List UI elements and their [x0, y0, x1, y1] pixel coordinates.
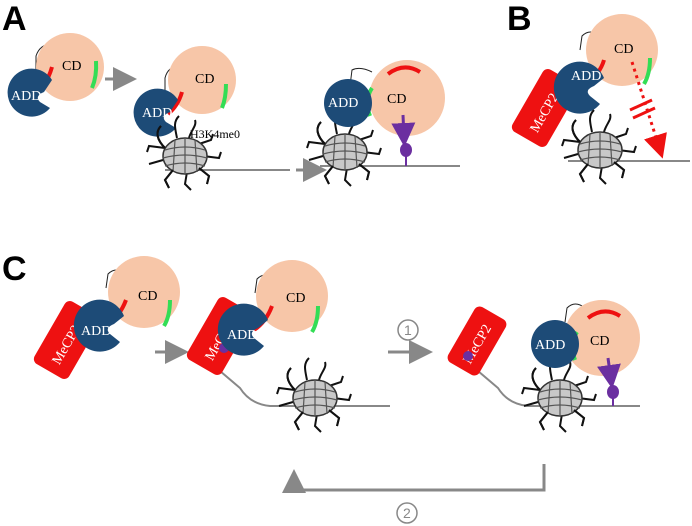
- cd-domain: [564, 300, 640, 376]
- block-bar: [629, 98, 653, 112]
- c1-complex: MeCP2 ADD CD: [33, 256, 180, 379]
- cd-label: CD: [590, 334, 609, 349]
- add-label: ADD: [81, 324, 111, 339]
- add-domain: [531, 320, 579, 368]
- add-label: ADD: [142, 106, 172, 121]
- dna-strand: [457, 353, 640, 407]
- cd-domain: [36, 33, 104, 101]
- mecp2-protein: [447, 306, 507, 376]
- methyl-mark: [463, 351, 473, 361]
- c3-complex: MeCP2 ADD CD: [447, 300, 640, 433]
- nucleosome: [276, 357, 352, 433]
- methyl-mark: [400, 143, 412, 157]
- dna-strand: [199, 353, 390, 407]
- a2-complex: ADD CD H3K4me0: [133, 46, 240, 141]
- panel-label-c: C: [2, 250, 27, 288]
- blocked-arrow: [630, 61, 667, 159]
- panel-label-b: B: [507, 0, 532, 38]
- add-domain: [553, 61, 604, 114]
- add-domain: [7, 68, 52, 117]
- add-domain: [324, 79, 372, 127]
- block-bar: [632, 106, 656, 120]
- panel-label-a: A: [2, 0, 27, 38]
- cd-label: CD: [286, 291, 305, 306]
- step-1-label: 1: [404, 322, 412, 338]
- h3k4me0-label: H3K4me0: [190, 127, 240, 141]
- step-2-label: 2: [403, 505, 411, 521]
- add-label: ADD: [11, 89, 41, 104]
- step-1-badge: [397, 319, 419, 341]
- b-complex: MeCP2 ADD CD: [511, 14, 667, 159]
- cd-label: CD: [387, 92, 406, 107]
- cd-label: CD: [614, 42, 633, 57]
- cd-label: CD: [62, 59, 81, 74]
- return-arrow: [282, 464, 546, 493]
- c2-complex: MeCP2 ADD CD: [186, 260, 390, 433]
- cd-domain: [168, 46, 236, 114]
- cd-domain: [256, 260, 328, 332]
- cd-domain: [586, 14, 658, 86]
- a3-complex: ADD CD: [306, 60, 460, 187]
- catalysis-arrow: [391, 114, 416, 147]
- methyl-mark: [607, 385, 619, 399]
- cd-domain: [108, 256, 180, 328]
- add-domain: [133, 88, 178, 137]
- add-domain: [73, 299, 124, 352]
- add-label: ADD: [328, 96, 358, 111]
- add-domain: [217, 303, 268, 356]
- add-label: ADD: [535, 338, 565, 353]
- catalysis-arrow: [597, 357, 621, 389]
- nucleosome: [561, 109, 637, 185]
- step-2-badge: [396, 502, 418, 524]
- cd-label: CD: [138, 289, 157, 304]
- add-label: ADD: [571, 69, 601, 84]
- cd-label: CD: [195, 72, 214, 87]
- a1-complex: ADD CD: [7, 33, 104, 117]
- cd-domain: [369, 60, 445, 136]
- add-label: ADD: [227, 328, 257, 343]
